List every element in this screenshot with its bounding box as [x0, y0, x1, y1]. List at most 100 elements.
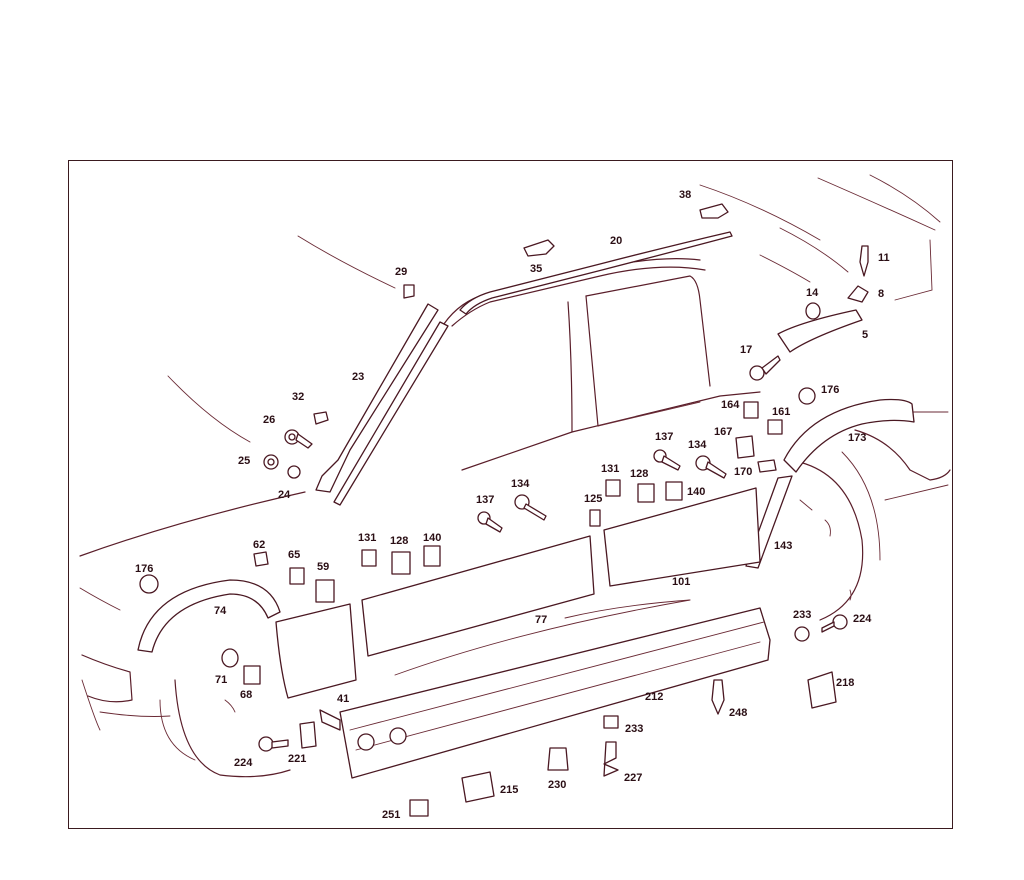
part-labels: 29 23 32 26 25 24 20 35 38 11 8 14 5 17 … [135, 189, 890, 821]
label-170: 170 [734, 466, 752, 478]
label-35: 35 [530, 263, 542, 275]
label-5: 5 [862, 329, 868, 341]
part-161 [767, 419, 783, 435]
part-224-right [832, 614, 848, 630]
part-176-rear [798, 387, 816, 405]
label-24: 24 [278, 489, 291, 501]
label-176-front: 176 [135, 563, 153, 575]
label-101: 101 [672, 576, 690, 588]
label-251: 251 [382, 809, 400, 821]
label-29: 29 [395, 266, 407, 278]
label-248: 248 [729, 707, 747, 719]
part-218 [807, 671, 837, 709]
label-128-left: 128 [390, 535, 408, 547]
part-5 [777, 309, 863, 353]
part-227 [603, 741, 619, 777]
label-143: 143 [774, 540, 792, 552]
part-41 [275, 603, 357, 699]
label-218: 218 [836, 677, 854, 689]
part-233-right [794, 626, 810, 642]
part-17 [749, 365, 765, 381]
part-221 [299, 721, 317, 749]
label-212: 212 [645, 691, 663, 703]
part-35 [523, 239, 555, 257]
part-71 [221, 648, 239, 668]
label-224-left: 224 [234, 757, 253, 769]
label-74: 74 [214, 605, 227, 617]
part-131-left [361, 549, 377, 567]
label-128-right: 128 [630, 468, 648, 480]
part-59 [315, 579, 335, 603]
label-71: 71 [215, 674, 227, 686]
label-137-lower: 137 [476, 494, 494, 506]
part-233-lower [603, 715, 619, 729]
label-224-right: 224 [853, 613, 872, 625]
label-11: 11 [878, 252, 890, 264]
label-25: 25 [238, 455, 250, 467]
part-248 [711, 679, 725, 715]
label-41: 41 [337, 693, 349, 705]
part-20 [459, 231, 733, 315]
part-77 [361, 535, 595, 657]
part-128-left [391, 551, 411, 575]
part-24 [287, 465, 301, 479]
part-215 [461, 771, 495, 803]
part-125 [589, 509, 601, 527]
label-233-lower: 233 [625, 723, 643, 735]
label-131-left: 131 [358, 532, 376, 544]
label-131-right: 131 [601, 463, 619, 475]
label-32: 32 [292, 391, 304, 403]
label-176-rear: 176 [821, 384, 839, 396]
label-230: 230 [548, 779, 566, 791]
label-161: 161 [772, 406, 790, 418]
label-59: 59 [317, 561, 329, 573]
label-62: 62 [253, 539, 265, 551]
part-101 [603, 487, 761, 587]
label-38: 38 [679, 189, 691, 201]
label-14: 14 [806, 287, 819, 299]
label-233-right: 233 [793, 609, 811, 621]
part-167 [735, 435, 755, 459]
part-62 [253, 551, 269, 567]
label-164: 164 [721, 399, 740, 411]
label-134-lower: 134 [511, 478, 530, 490]
part-32 [313, 411, 329, 425]
part-212 [339, 607, 771, 779]
part-251 [409, 799, 429, 817]
label-65: 65 [288, 549, 300, 561]
part-38 [699, 203, 729, 219]
part-131-right [605, 479, 621, 497]
part-230 [547, 747, 569, 771]
part-14 [805, 302, 821, 320]
label-137-upper: 137 [655, 431, 673, 443]
part-170 [757, 459, 777, 473]
label-17: 17 [740, 344, 752, 356]
diagram-frame [68, 160, 953, 829]
label-26: 26 [263, 414, 275, 426]
label-221: 221 [288, 753, 306, 765]
label-8: 8 [878, 288, 884, 300]
label-134-upper: 134 [688, 439, 707, 451]
part-74 [137, 579, 281, 653]
label-140-right: 140 [687, 486, 705, 498]
part-8 [847, 285, 869, 303]
part-68 [243, 665, 261, 685]
label-167: 167 [714, 426, 732, 438]
part-140-right [665, 481, 683, 501]
part-176-front [139, 574, 159, 594]
part-65 [289, 567, 305, 585]
label-140-left: 140 [423, 532, 441, 544]
label-68: 68 [240, 689, 252, 701]
part-164 [743, 401, 759, 419]
label-215: 215 [500, 784, 518, 796]
part-128-right [637, 483, 655, 503]
label-227: 227 [624, 772, 642, 784]
label-23: 23 [352, 371, 364, 383]
part-173 [783, 398, 915, 473]
car-body-outline [79, 174, 951, 778]
part-224-left [258, 736, 274, 752]
part-29 [403, 284, 415, 299]
parts [137, 203, 915, 817]
label-125: 125 [584, 493, 602, 505]
